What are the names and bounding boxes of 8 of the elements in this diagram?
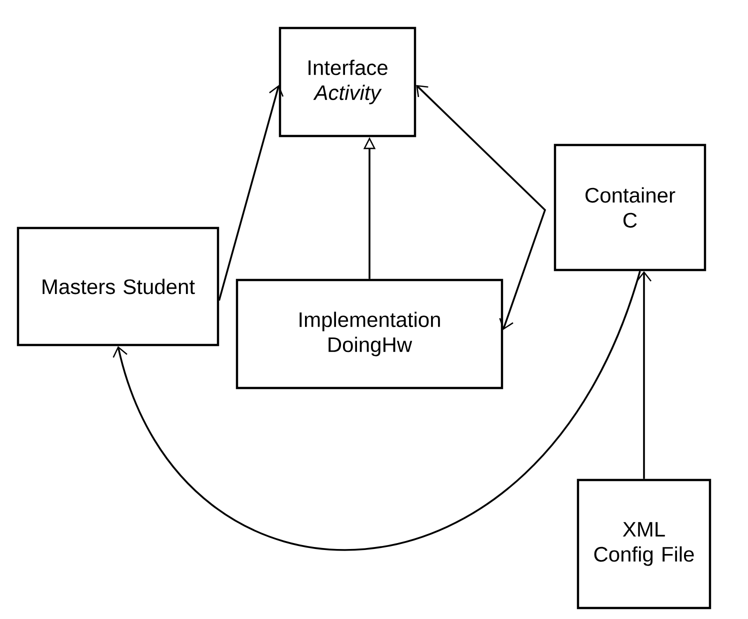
interface-box: Interface Activity <box>278 26 416 138</box>
class-box: Implementation DoingHw <box>236 278 504 390</box>
arrow <box>636 271 652 479</box>
arrow <box>112 270 641 550</box>
class-box: XML Config File <box>576 478 712 610</box>
arrow <box>416 85 546 330</box>
class-box: Masters Student <box>16 226 220 346</box>
class-box: Container C <box>554 144 706 272</box>
